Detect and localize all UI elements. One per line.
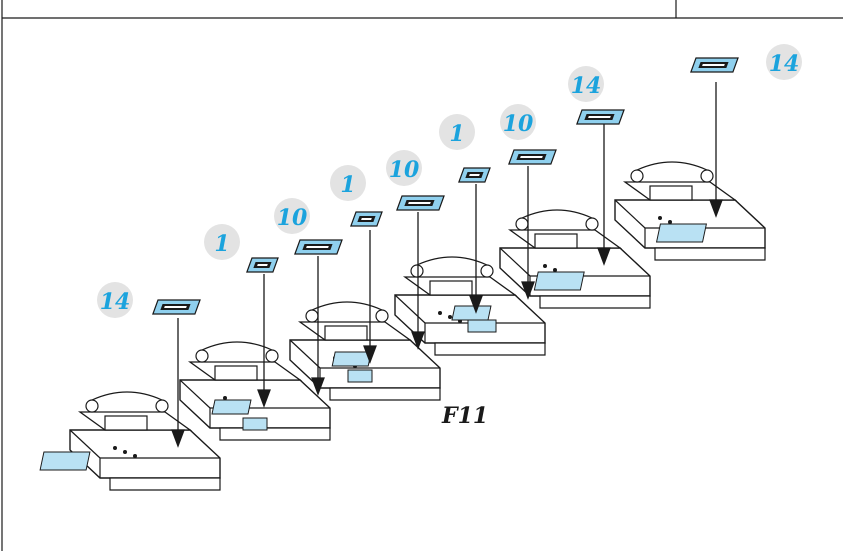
- svg-text:1: 1: [214, 231, 229, 257]
- module-2: [179, 341, 331, 441]
- callout-c2: 1: [204, 224, 240, 260]
- callout-c6: 1: [439, 114, 475, 150]
- svg-text:1: 1: [340, 172, 355, 198]
- module-4: [394, 256, 546, 356]
- svg-text:14: 14: [769, 51, 800, 77]
- svg-text:14: 14: [571, 73, 602, 99]
- callout-c3: 10: [274, 198, 310, 234]
- module-5: [499, 209, 651, 309]
- callout-c1: 14: [97, 282, 133, 318]
- callout-c7: 10: [500, 104, 536, 140]
- module-1: [39, 391, 221, 491]
- callout-c5: 10: [386, 150, 422, 186]
- callout-c4: 1: [330, 165, 366, 201]
- callout-c9: 14: [766, 44, 802, 80]
- svg-text:14: 14: [100, 289, 131, 315]
- callouts: 14 1 10 1 10 1 10 14: [97, 44, 802, 318]
- module-6: [614, 161, 766, 261]
- callout-c8: 14: [568, 66, 604, 102]
- leader-lines: [171, 82, 723, 448]
- svg-text:10: 10: [503, 111, 534, 137]
- svg-text:1: 1: [449, 121, 464, 147]
- svg-text:10: 10: [389, 157, 420, 183]
- module-3: [289, 301, 441, 401]
- figure-label: F11: [441, 403, 488, 429]
- svg-text:10: 10: [277, 205, 308, 231]
